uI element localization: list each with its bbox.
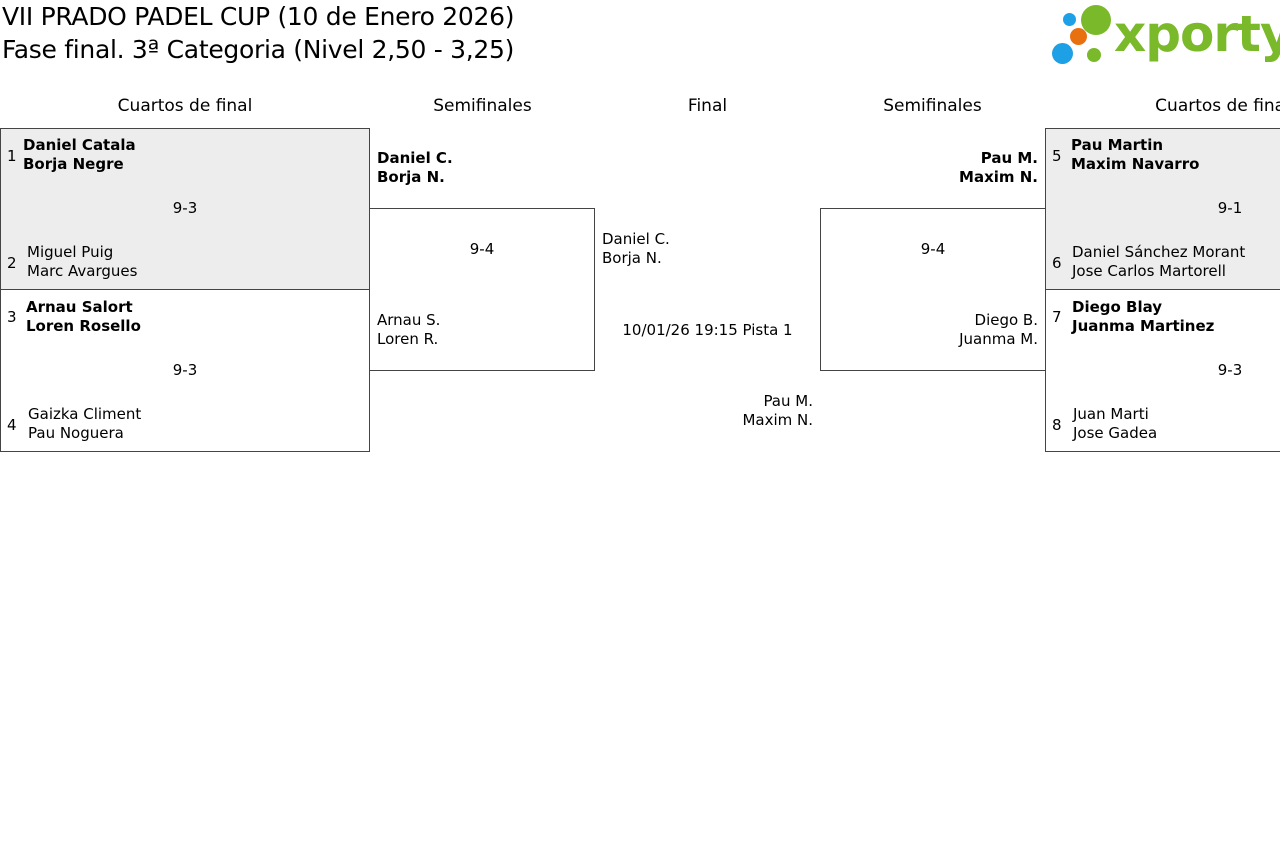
semifinal-team-player-2: Borja N. bbox=[377, 168, 445, 186]
team-player-2: Pau Noguera bbox=[28, 424, 124, 442]
match-score: 9-1 bbox=[1217, 199, 1243, 217]
team-player-2: Borja Negre bbox=[23, 155, 124, 173]
semifinal-team-player-1: Arnau S. bbox=[377, 311, 441, 329]
seed-number: 8 bbox=[1052, 416, 1062, 434]
xporty-logo: xporty bbox=[1050, 4, 1280, 68]
team-player-1: Gaizka Climent bbox=[28, 405, 142, 423]
team-player-1: Pau Martin bbox=[1071, 136, 1164, 154]
seed-number: 2 bbox=[7, 254, 17, 272]
round-heading-left-semis: Semifinales bbox=[433, 96, 532, 116]
seed-number: 6 bbox=[1052, 254, 1062, 272]
match-score: 9-3 bbox=[1217, 361, 1243, 379]
final-team-player-1: Pau M. bbox=[763, 392, 813, 410]
round-heading-right-semis: Semifinales bbox=[883, 96, 982, 116]
seed-number: 4 bbox=[7, 416, 17, 434]
final-team-player-2: Maxim N. bbox=[742, 411, 813, 429]
semifinal-team-player-2: Loren R. bbox=[377, 330, 439, 348]
team-player-1: Juan Marti bbox=[1073, 405, 1149, 423]
team-player-1: Arnau Salort bbox=[26, 298, 133, 316]
seed-number: 7 bbox=[1052, 308, 1062, 326]
team-player-2: Maxim Navarro bbox=[1071, 155, 1200, 173]
round-heading-left-quarters: Cuartos de final bbox=[117, 96, 253, 116]
final-team-player-2: Borja N. bbox=[602, 249, 662, 267]
seed-number: 1 bbox=[7, 147, 17, 165]
semifinal-score: 9-4 bbox=[469, 240, 495, 258]
match-score: 9-3 bbox=[172, 361, 198, 379]
team-player-1: Daniel Sánchez Morant bbox=[1072, 243, 1246, 261]
logo-wordmark: xporty bbox=[1114, 5, 1280, 63]
logo-dot-green-small bbox=[1087, 48, 1101, 62]
final-team-player-1: Daniel C. bbox=[602, 230, 670, 248]
quarterfinal-match-3 bbox=[1045, 128, 1280, 290]
semifinal-left-box bbox=[369, 208, 595, 371]
quarterfinal-match-1 bbox=[0, 128, 370, 290]
round-heading-right-quarters: Cuartos de final bbox=[1155, 96, 1280, 116]
team-player-1: Daniel Catala bbox=[23, 136, 136, 154]
team-player-2: Jose Carlos Martorell bbox=[1072, 262, 1226, 280]
semifinal-team-player-2: Maxim N. bbox=[959, 168, 1038, 186]
quarterfinal-match-4 bbox=[1045, 289, 1280, 452]
logo-dot-orange bbox=[1070, 28, 1087, 45]
team-player-1: Diego Blay bbox=[1072, 298, 1163, 316]
team-player-2: Juanma Martinez bbox=[1072, 317, 1215, 335]
semifinal-team-player-1: Daniel C. bbox=[377, 149, 453, 167]
semifinal-team-player-2: Juanma M. bbox=[959, 330, 1038, 348]
tournament-title: VII PRADO PADEL CUP (10 de Enero 2026) bbox=[2, 2, 515, 31]
logo-dot-blue bbox=[1063, 13, 1076, 26]
round-heading-final: Final bbox=[687, 96, 728, 116]
seed-number: 5 bbox=[1052, 147, 1062, 165]
match-score: 9-3 bbox=[172, 199, 198, 217]
logo-dot-blue-large bbox=[1052, 43, 1073, 64]
final-schedule: 10/01/26 19:15 Pista 1 bbox=[622, 321, 793, 339]
logo-dot-green bbox=[1081, 5, 1111, 35]
team-player-2: Loren Rosello bbox=[26, 317, 141, 335]
team-player-2: Jose Gadea bbox=[1073, 424, 1158, 442]
team-player-2: Marc Avargues bbox=[27, 262, 138, 280]
team-player-1: Miguel Puig bbox=[27, 243, 114, 261]
category-subtitle: Fase final. 3ª Categoria (Nivel 2,50 - 3… bbox=[2, 35, 515, 64]
semifinal-score: 9-4 bbox=[920, 240, 946, 258]
semifinal-team-player-1: Pau M. bbox=[980, 149, 1038, 167]
semifinal-team-player-1: Diego B. bbox=[974, 311, 1038, 329]
seed-number: 3 bbox=[7, 308, 17, 326]
